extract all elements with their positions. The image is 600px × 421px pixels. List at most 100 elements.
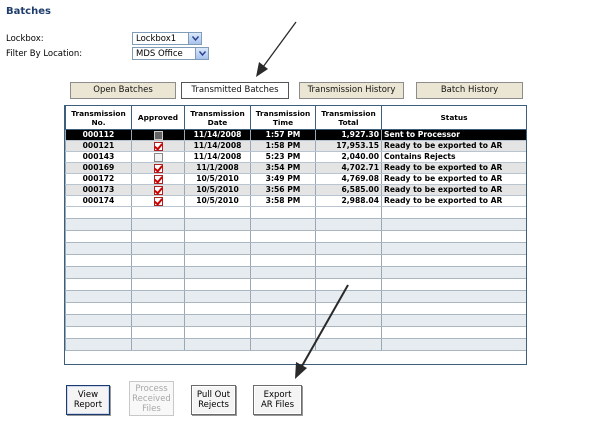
arrow-to-export-button	[295, 284, 349, 379]
empty-table-row	[65, 242, 526, 255]
lockbox-select[interactable]: Lockbox1	[132, 32, 202, 45]
pull-out-rejects-button[interactable]: Pull Out Rejects	[191, 385, 236, 415]
empty-cell	[131, 290, 185, 303]
empty-cell	[381, 338, 526, 351]
approved-checkbox[interactable]	[153, 141, 163, 151]
empty-cell	[315, 242, 382, 255]
empty-cell	[184, 254, 251, 267]
location-select-value: MDS Office	[136, 49, 183, 59]
approved-checkbox[interactable]	[153, 163, 163, 173]
empty-cell	[381, 302, 526, 315]
empty-cell	[65, 254, 132, 267]
cell-status: Sent to Processor	[381, 129, 526, 141]
empty-cell	[184, 242, 251, 255]
empty-cell	[315, 206, 382, 219]
cell-approved	[131, 184, 185, 196]
empty-table-row	[65, 266, 526, 279]
empty-cell	[184, 302, 251, 315]
empty-cell	[381, 218, 526, 231]
empty-cell	[65, 242, 132, 255]
empty-cell	[250, 218, 316, 231]
lockbox-select-value: Lockbox1	[136, 34, 177, 44]
empty-cell	[250, 326, 316, 339]
empty-cell	[250, 242, 316, 255]
empty-cell	[131, 206, 185, 219]
empty-table-row	[65, 326, 526, 339]
cell-status: Ready to be exported to AR	[381, 173, 526, 185]
column-header-status[interactable]: Status	[381, 106, 526, 130]
page-title: Batches	[6, 6, 51, 17]
approved-checkbox[interactable]	[153, 185, 163, 195]
process-received-files-button[interactable]: Process Received Files	[129, 381, 174, 416]
empty-table-row	[65, 230, 526, 243]
cell-status: Contains Rejects	[381, 151, 526, 163]
empty-cell	[315, 338, 382, 351]
column-header-approved[interactable]: Approved	[131, 106, 185, 130]
export-ar-files-button[interactable]: Export AR Files	[253, 385, 302, 415]
empty-cell	[65, 266, 132, 279]
empty-cell	[184, 290, 251, 303]
empty-cell	[381, 326, 526, 339]
cell-status: Ready to be exported to AR	[381, 195, 526, 207]
tab-transmitted-batches[interactable]: Transmitted Batches	[181, 82, 289, 99]
empty-cell	[315, 266, 382, 279]
approved-checkbox[interactable]	[153, 130, 163, 140]
empty-cell	[250, 290, 316, 303]
view-report-button[interactable]: View Report	[66, 385, 110, 415]
tab-batch-history[interactable]: Batch History	[416, 82, 523, 99]
cell-status: Ready to be exported to AR	[381, 184, 526, 196]
tab-transmission-history[interactable]: Transmission History	[299, 82, 404, 99]
empty-cell	[184, 338, 251, 351]
empty-table-row	[65, 254, 526, 267]
empty-cell	[184, 266, 251, 279]
empty-cell	[65, 218, 132, 231]
chevron-down-icon[interactable]	[188, 33, 201, 44]
location-label: Filter By Location:	[6, 49, 83, 59]
empty-table-row	[65, 278, 526, 291]
arrow-to-transmitted-tab	[256, 21, 297, 77]
empty-cell	[315, 254, 382, 267]
empty-cell	[65, 326, 132, 339]
empty-cell	[315, 218, 382, 231]
empty-table-row	[65, 338, 526, 351]
approved-checkbox[interactable]	[153, 152, 163, 162]
empty-cell	[381, 206, 526, 219]
cell-status: Ready to be exported to AR	[381, 140, 526, 152]
empty-cell	[184, 206, 251, 219]
tab-open-batches[interactable]: Open Batches	[70, 82, 176, 99]
location-select[interactable]: MDS Office	[132, 47, 209, 60]
empty-cell	[381, 314, 526, 327]
empty-cell	[381, 290, 526, 303]
empty-cell	[184, 326, 251, 339]
empty-cell	[381, 278, 526, 291]
empty-cell	[131, 278, 185, 291]
empty-cell	[250, 254, 316, 267]
empty-cell	[131, 230, 185, 243]
cell-status: Ready to be exported to AR	[381, 162, 526, 174]
empty-cell	[131, 218, 185, 231]
empty-cell	[250, 302, 316, 315]
empty-cell	[250, 314, 316, 327]
approved-checkbox[interactable]	[153, 174, 163, 184]
empty-cell	[131, 314, 185, 327]
approved-checkbox[interactable]	[153, 196, 163, 206]
empty-cell	[131, 326, 185, 339]
chevron-down-icon[interactable]	[195, 48, 208, 59]
empty-cell	[250, 206, 316, 219]
empty-table-row	[65, 302, 526, 315]
lockbox-label: Lockbox:	[6, 34, 44, 44]
